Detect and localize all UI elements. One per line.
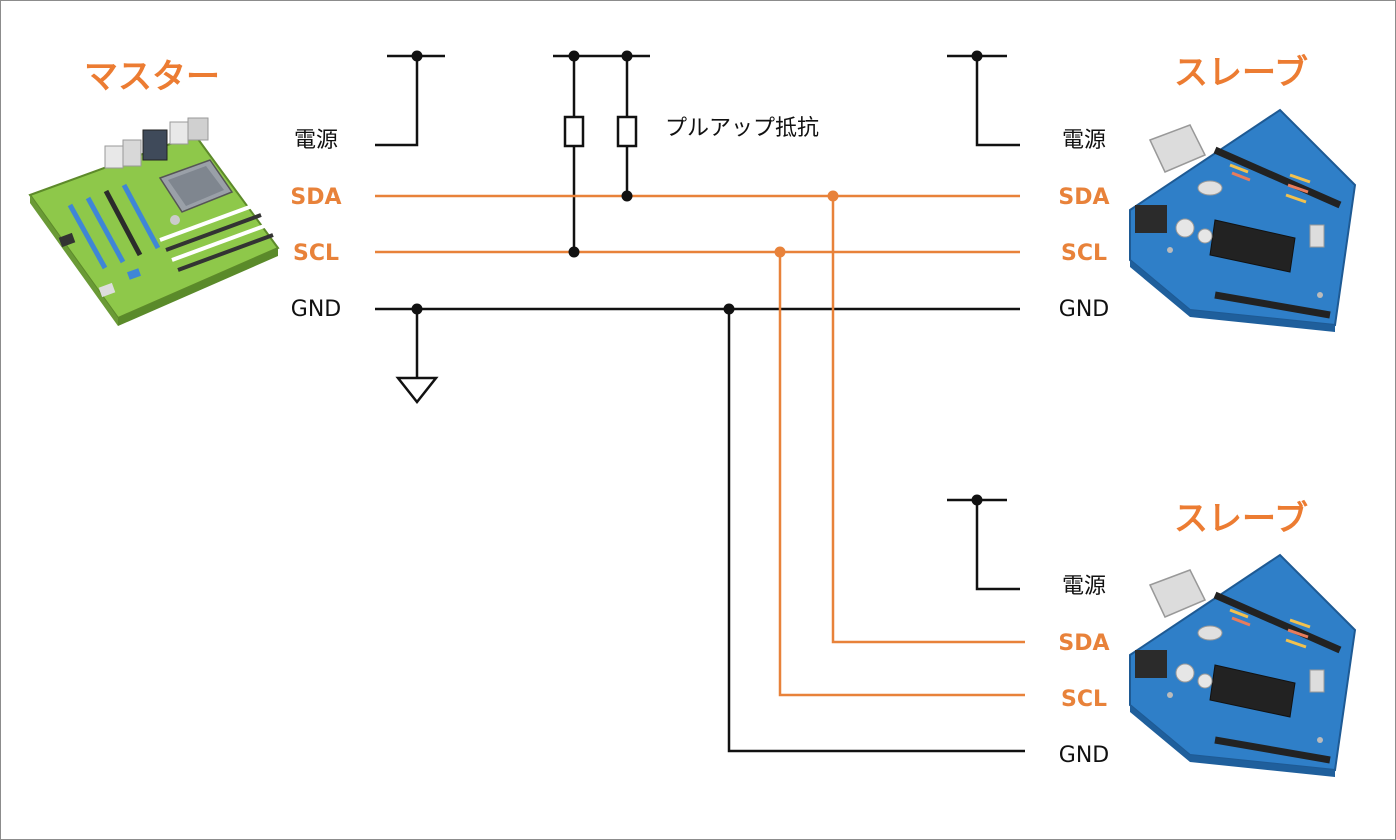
master-power-label: 電源 xyxy=(293,128,339,153)
slave2-power-label: 電源 xyxy=(1061,574,1107,599)
slave2-scl-label: SCL xyxy=(1060,687,1108,712)
slave2-sda-label: SDA xyxy=(1058,631,1110,656)
slave1-power-label: 電源 xyxy=(1061,128,1107,153)
slave1-scl-label: SCL xyxy=(1060,241,1108,266)
signal-wires xyxy=(375,194,1025,697)
master-gnd-label: GND xyxy=(290,297,342,322)
slave1-sda-label: SDA xyxy=(1058,185,1110,210)
slave1-board-icon xyxy=(1130,110,1355,332)
master-sda-label: SDA xyxy=(290,185,342,210)
slave1-title: スレーブ xyxy=(1174,53,1308,93)
master-title: マスター xyxy=(84,57,220,97)
junction-dots xyxy=(411,50,983,506)
master-board-icon xyxy=(28,117,280,326)
master-scl-label: SCL xyxy=(292,241,340,266)
slave1-gnd-label: GND xyxy=(1058,297,1110,322)
pullup-resistor-label: プルアップ抵抗 xyxy=(665,116,820,141)
slave2-board-icon xyxy=(1130,555,1355,777)
slave2-title: スレーブ xyxy=(1174,499,1308,539)
slave2-gnd-label: GND xyxy=(1058,743,1110,768)
black-wires xyxy=(375,54,1025,753)
